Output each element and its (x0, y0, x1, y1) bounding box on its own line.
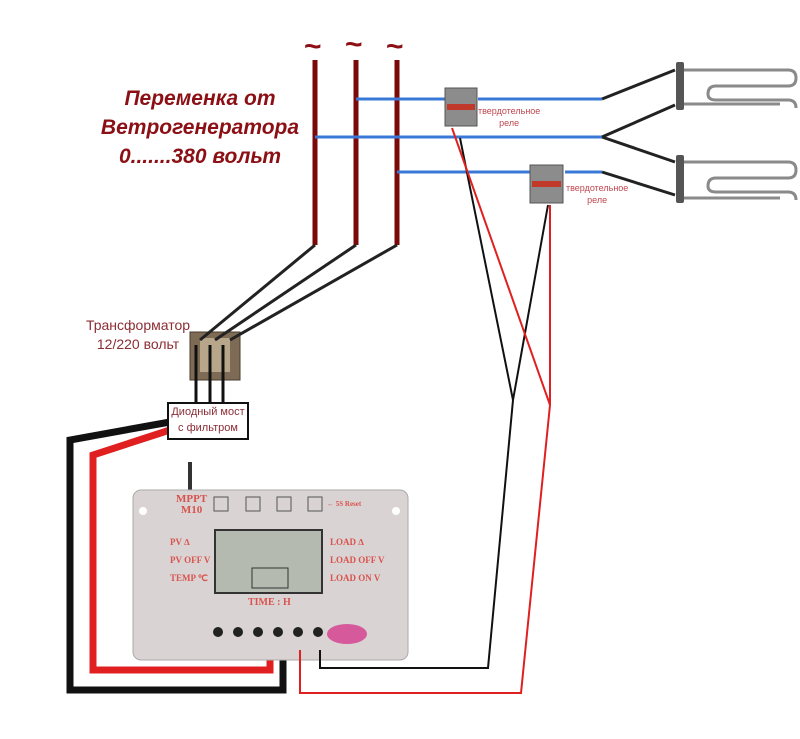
transformer-input-wires (199, 243, 398, 342)
phase-symbol-3: ~ (386, 30, 404, 63)
diode-bridge-line2: с фильтром (178, 422, 238, 434)
model-line2: M10 (180, 504, 203, 516)
diode-bridge-line1: Диодный мост (171, 406, 245, 418)
diode-bridge-box: Диодный мост с фильтром (167, 402, 249, 440)
left-label-3: TEMP ℃ (170, 573, 208, 583)
transformer-label-line2: 12/220 вольт (96, 336, 180, 352)
left-label-2: PV OFF V (170, 555, 211, 565)
left-label-1: PV ∆ (170, 537, 190, 547)
reset-label: ← 5S Reset (327, 500, 362, 508)
controller-model: MPPT M10 (176, 494, 207, 516)
heater-2 (676, 155, 798, 203)
relay-1-label: твердотельное реле (478, 105, 540, 129)
solid-state-relay-2 (529, 164, 564, 204)
heater-leads (601, 68, 676, 197)
relay-2-label-line2: реле (587, 195, 608, 205)
title-line-3: 0.......380 вольт (118, 145, 282, 168)
phase-symbol-1: ~ (304, 30, 322, 63)
transformer-output-wires (194, 345, 225, 402)
blue-wires (315, 97, 602, 174)
relay-1-label-line1: твердотельное (478, 106, 541, 116)
model-line1: MPPT (176, 493, 208, 505)
mppt-controller (132, 489, 409, 661)
title-line-1: Переменка от (124, 87, 276, 110)
phase-symbol-2: ~ (345, 28, 363, 61)
red-power-cable (89, 426, 274, 674)
relay-2-label-line1: твердотельное (566, 183, 629, 193)
right-label-3: LOAD ON V (330, 573, 381, 583)
right-label-1: LOAD ∆ (330, 537, 364, 547)
solid-state-relay-1 (444, 87, 478, 127)
phase-wires (312, 60, 400, 245)
transformer-label: Трансформатор 12/220 вольт (78, 316, 198, 354)
relay-2-label: твердотельное реле (566, 182, 628, 206)
diagram-title: Переменка от Ветрогенератора 0.......380… (95, 84, 305, 171)
black-power-cable (66, 418, 287, 694)
load-positive-wire (299, 205, 551, 694)
right-label-2: LOAD OFF V (330, 555, 385, 565)
time-label: TIME : H (248, 597, 291, 608)
load-negative-wire (319, 137, 515, 669)
title-line-2: Ветрогенератора (100, 116, 300, 139)
relay-1-label-line2: реле (499, 118, 520, 128)
heater-1 (676, 62, 798, 110)
transformer-label-line1: Трансформатор (85, 317, 191, 333)
